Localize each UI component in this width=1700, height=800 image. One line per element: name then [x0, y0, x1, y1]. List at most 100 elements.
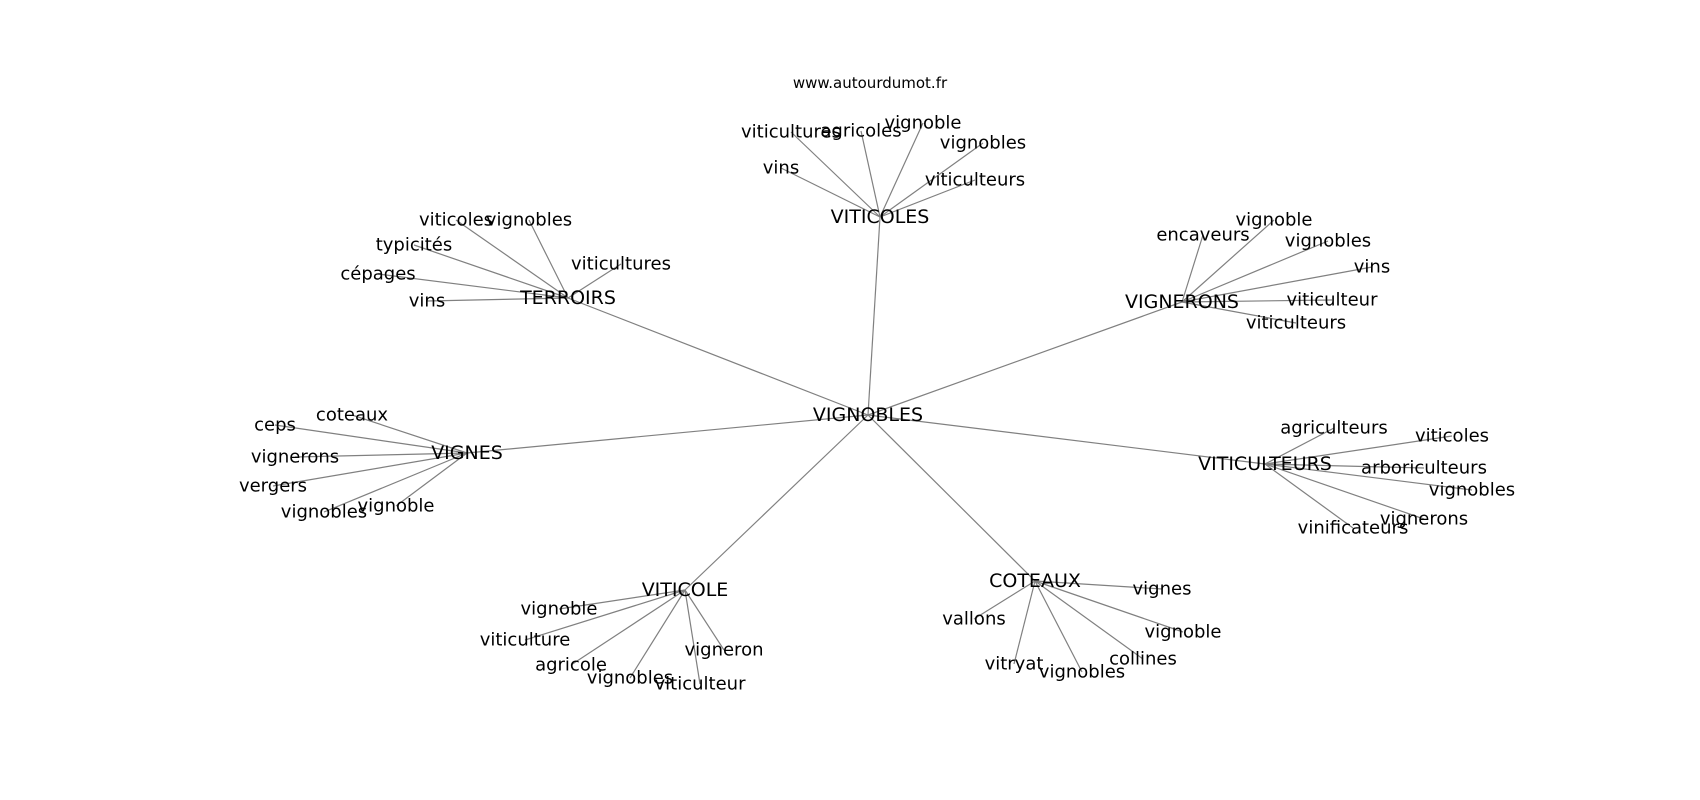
edge-hub-leaf — [377, 273, 569, 299]
edge-hub-leaf — [558, 589, 686, 610]
leaf-node-label: vignes — [1133, 579, 1192, 600]
graph-edges — [272, 122, 1473, 685]
center-node-label: VIGNOBLES — [813, 404, 923, 426]
edge-hub-leaf — [294, 452, 468, 458]
leaf-node-label: coteaux — [316, 405, 388, 426]
leaf-node-label: agricole — [535, 655, 607, 676]
source-label: www.autourdumot.fr — [793, 74, 948, 92]
edge-hub-leaf — [790, 131, 881, 218]
hub-node-label: TERROIRS — [519, 287, 616, 309]
edge-hub-leaf — [1264, 463, 1425, 520]
edge-hub-leaf — [860, 130, 881, 218]
leaf-node-label: viticulteurs — [925, 170, 1025, 191]
leaf-node-label: vignobles — [1285, 231, 1371, 252]
leaf-node-label: encaveurs — [1156, 225, 1249, 246]
leaf-node-label: cépages — [340, 264, 415, 285]
leaf-node-label: agriculteurs — [1280, 418, 1387, 439]
leaf-node-label: vignoble — [520, 599, 597, 620]
edge-center-hub — [466, 414, 869, 454]
edge-center-hub — [684, 414, 869, 591]
edge-hub-leaf — [524, 589, 686, 641]
leaf-node-label: collines — [1109, 649, 1177, 670]
edge-hub-leaf — [879, 179, 976, 218]
edge-hub-leaf — [1034, 580, 1144, 660]
leaf-node-label: viticulteurs — [1246, 313, 1346, 334]
leaf-node-label: vitryat — [985, 654, 1044, 675]
hub-node-label: VITICOLES — [831, 206, 930, 228]
edge-hub-leaf — [1034, 580, 1163, 590]
leaf-node-label: viticultures — [741, 122, 841, 143]
leaf-node-label: vins — [1354, 257, 1390, 278]
edge-hub-leaf — [570, 589, 686, 666]
edge-hub-leaf — [1034, 580, 1184, 633]
edge-hub-leaf — [272, 452, 468, 487]
leaf-node-label: vergers — [239, 476, 307, 497]
leaf-node-label: viticulteur — [655, 674, 747, 695]
edge-hub-leaf — [1264, 427, 1335, 465]
edge-hub-leaf — [1181, 301, 1297, 324]
edge-hub-leaf — [351, 414, 468, 454]
leaf-node-label: agricoles — [820, 121, 901, 142]
leaf-node-label: arboriculteurs — [1361, 458, 1487, 479]
leaf-node-label: vignoble — [1144, 622, 1221, 643]
leaf-node-label: vignerons — [1380, 509, 1468, 530]
edge-hub-leaf — [413, 244, 569, 299]
leaf-node-label: vignobles — [281, 502, 367, 523]
edge-hub-leaf — [1181, 299, 1333, 303]
leaf-node-label: vignerons — [251, 447, 339, 468]
leaf-node-label: viticultures — [571, 254, 671, 275]
edge-hub-leaf — [455, 219, 569, 299]
edge-hub-leaf — [567, 263, 622, 299]
edge-hub-leaf — [1034, 580, 1083, 673]
leaf-node-label: vignobles — [1429, 480, 1515, 501]
edge-hub-leaf — [879, 122, 924, 218]
edge-hub-leaf — [1013, 580, 1036, 665]
edge-hub-leaf — [879, 142, 984, 218]
edge-hub-leaf — [1181, 240, 1329, 303]
edge-hub-leaf — [323, 452, 468, 513]
leaf-node-label: typicités — [376, 235, 453, 256]
edge-hub-leaf — [1181, 234, 1204, 303]
edge-center-hub — [867, 216, 881, 416]
edge-hub-leaf — [1264, 463, 1473, 491]
leaf-node-label: vinificateurs — [1298, 518, 1409, 539]
edge-center-hub — [867, 414, 1036, 582]
edge-hub-leaf — [684, 589, 701, 685]
edge-hub-leaf — [1264, 435, 1453, 465]
hub-node-label: COTEAUX — [989, 570, 1081, 592]
edge-hub-leaf — [274, 424, 468, 454]
edge-hub-leaf — [780, 167, 881, 218]
hub-node-label: VITICULTEURS — [1198, 453, 1332, 475]
leaf-node-label: viticoles — [419, 210, 493, 231]
edge-hub-leaf — [684, 589, 725, 651]
edge-center-hub — [867, 301, 1183, 416]
edge-center-hub — [567, 297, 869, 416]
leaf-node-label: vignoble — [357, 496, 434, 517]
edge-hub-leaf — [1181, 219, 1275, 303]
leaf-node-label: vallons — [942, 609, 1005, 630]
leaf-node-label: vignobles — [486, 210, 572, 231]
hub-node-label: VIGNES — [431, 442, 503, 464]
leaf-node-label: viticoles — [1415, 426, 1489, 447]
leaf-node-label: viticulture — [480, 630, 571, 651]
edge-center-hub — [867, 414, 1266, 465]
edge-hub-leaf — [1264, 463, 1425, 469]
leaf-node-label: vignobles — [940, 133, 1026, 154]
leaf-node-label: vignobles — [587, 668, 673, 689]
leaf-node-label: vins — [409, 291, 445, 312]
edge-hub-leaf — [1264, 463, 1354, 529]
leaf-node-label: vignoble — [884, 113, 961, 134]
leaf-node-label: vignoble — [1235, 210, 1312, 231]
leaf-node-label: vignobles — [1039, 662, 1125, 683]
leaf-node-label: ceps — [254, 415, 296, 436]
leaf-node-label: vigneron — [685, 640, 764, 661]
edge-hub-leaf — [629, 589, 686, 679]
edge-hub-leaf — [426, 297, 569, 302]
graph-labels: VIGNOBLESVITICOLESviticulturesagricolesv… — [239, 113, 1515, 695]
edge-hub-leaf — [1181, 266, 1373, 303]
edge-hub-leaf — [973, 580, 1036, 620]
edge-hub-leaf — [395, 452, 468, 507]
hub-node-label: VITICOLE — [642, 579, 729, 601]
leaf-node-label: viticulteur — [1287, 290, 1379, 311]
